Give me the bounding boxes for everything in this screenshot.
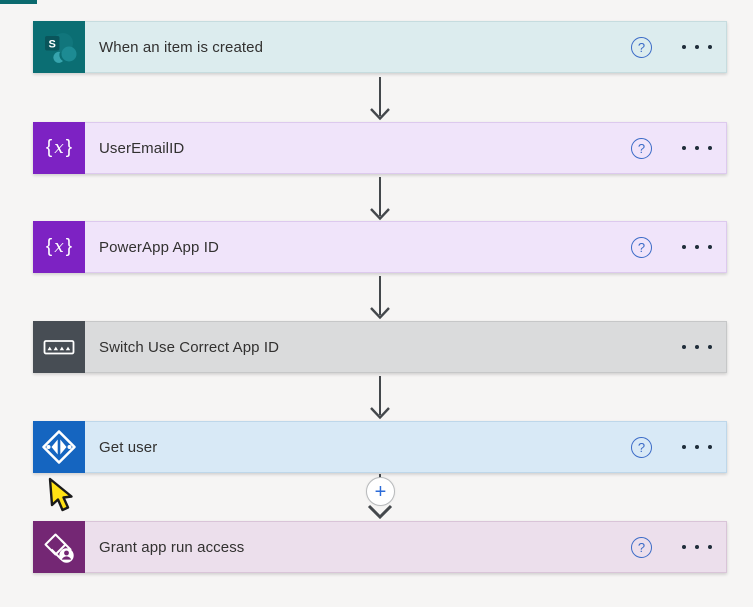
svg-text:S: S: [49, 38, 56, 50]
connector-arrow: [370, 177, 390, 221]
more-options-icon[interactable]: [680, 439, 714, 455]
step-card-grant-app-run-access[interactable]: Grant app run access ?: [33, 521, 727, 573]
connector-arrow: [370, 77, 390, 121]
more-options-icon[interactable]: [680, 140, 714, 156]
sharepoint-icon: S: [33, 21, 85, 73]
more-options-icon[interactable]: [680, 339, 714, 355]
clipped-card-fragment: [0, 0, 37, 4]
more-options-icon[interactable]: [680, 39, 714, 55]
help-icon[interactable]: ?: [631, 137, 652, 159]
step-card-get-user[interactable]: Get user ?: [33, 421, 727, 473]
more-options-icon[interactable]: [680, 539, 714, 555]
mouse-cursor: [48, 477, 73, 512]
connector-arrow: [370, 276, 390, 320]
powerapps-admin-icon: [33, 521, 85, 573]
step-card-useremailid[interactable]: {x} UserEmailID ?: [33, 122, 727, 174]
step-card-when-an-item-is-created[interactable]: S When an item is created ?: [33, 21, 727, 73]
step-title: Switch Use Correct App ID: [99, 338, 280, 356]
switch-icon: [33, 321, 85, 373]
step-title: Get user: [99, 438, 158, 456]
step-title: When an item is created: [99, 38, 264, 56]
insert-step-button[interactable]: +: [366, 477, 395, 506]
step-card-powerapp-app-id[interactable]: {x} PowerApp App ID ?: [33, 221, 727, 273]
variable-icon: {x}: [33, 221, 85, 273]
connector-arrowhead: [367, 504, 393, 519]
azure-ad-icon: [33, 421, 85, 473]
variable-icon: {x}: [33, 122, 85, 174]
step-title: PowerApp App ID: [99, 238, 219, 256]
help-icon[interactable]: ?: [631, 436, 652, 458]
help-icon[interactable]: ?: [631, 536, 652, 558]
help-icon[interactable]: ?: [631, 236, 652, 258]
step-title: Grant app run access: [99, 538, 245, 556]
step-title: UserEmailID: [99, 139, 185, 157]
step-card-switch-use-correct-app-id[interactable]: Switch Use Correct App ID: [33, 321, 727, 373]
help-icon[interactable]: ?: [631, 36, 652, 58]
connector-arrow: [370, 376, 390, 420]
more-options-icon[interactable]: [680, 239, 714, 255]
